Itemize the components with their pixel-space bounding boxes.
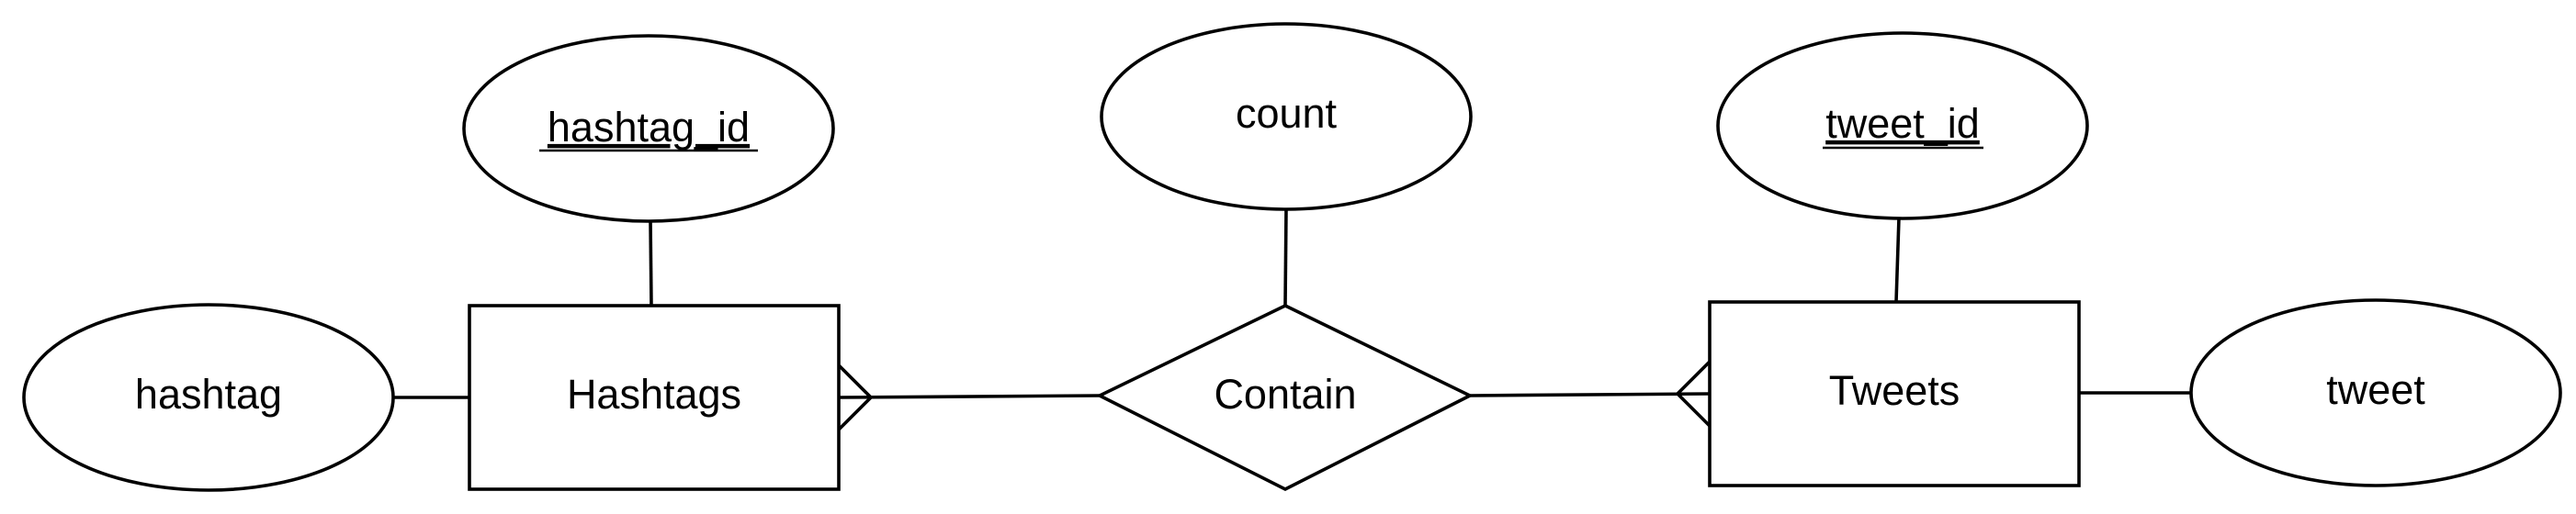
entity-hashtags[interactable]: Hashtags (468, 304, 841, 491)
connector-hashtag-id (649, 219, 653, 307)
crows-foot-tweets (1676, 360, 1712, 396)
attribute-count-label: count (1236, 90, 1338, 137)
attribute-tweet-id[interactable]: tweet_id (1716, 31, 2089, 220)
link-contain-tweets (1469, 360, 1712, 428)
crows-foot-hashtags-lower (837, 396, 873, 431)
entity-tweets[interactable]: Tweets (1708, 300, 2081, 487)
crows-foot-tweets-lower (1676, 392, 1712, 428)
attribute-hashtag-id-label: hashtag_id (548, 104, 750, 151)
link-hashtags-contain (837, 363, 1101, 431)
attribute-hashtag-label: hashtag (135, 371, 282, 418)
attribute-tweet-id-label: tweet_id (1825, 100, 1980, 147)
attribute-tweet-label: tweet (2326, 366, 2425, 413)
attribute-tweet[interactable]: tweet (2189, 298, 2562, 487)
crows-foot-hashtags (837, 363, 873, 399)
entity-hashtags-label: Hashtags (567, 371, 741, 418)
connector-count (1283, 207, 1288, 307)
attribute-count[interactable]: count (1100, 22, 1473, 211)
relationship-contain[interactable]: Contain (1095, 303, 1474, 492)
relationship-contain-label: Contain (1214, 371, 1356, 418)
attribute-hashtag-id[interactable]: hashtag_id (462, 34, 835, 223)
entity-tweets-label: Tweets (1829, 367, 1960, 414)
attribute-hashtag[interactable]: hashtag (22, 303, 395, 492)
connector-tweet-id (1894, 217, 1901, 303)
